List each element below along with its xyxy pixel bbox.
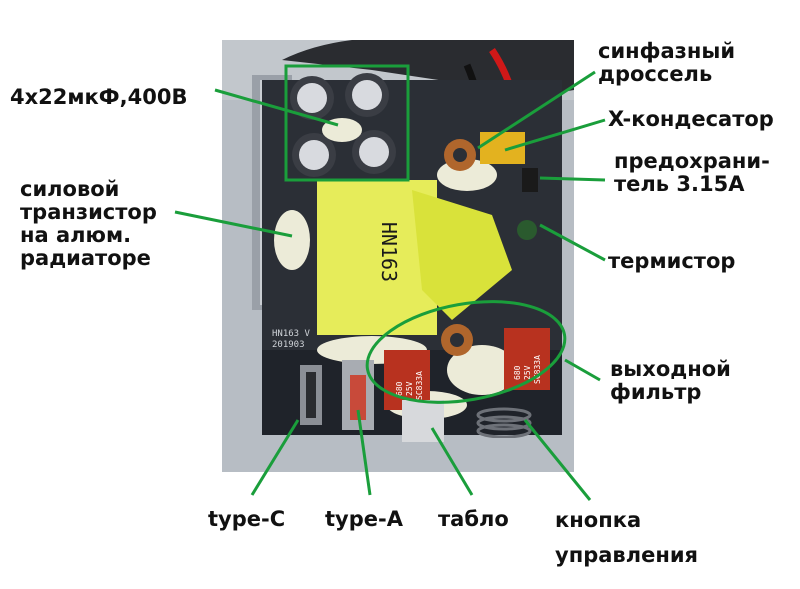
label-control-button: кнопка управления (555, 503, 698, 573)
cap-left-marking-2: 25V (405, 381, 414, 396)
label-fuse-line-2: тель 3.15А (614, 172, 745, 196)
label-control-button-line-1: кнопка (555, 508, 642, 532)
label-thermistor: термистор (608, 249, 736, 273)
label-power-transistor-line-1: силовой (20, 177, 120, 201)
fuse-body (522, 168, 538, 192)
board-marking-1: HN163 V (272, 329, 311, 339)
label-capacitors: 4x22мкФ,400В (10, 85, 188, 109)
cap-left-marking-1: 680 (395, 381, 404, 396)
cap-right-marking-2: 25V (523, 365, 532, 380)
label-type-c: type-C (208, 507, 286, 531)
cap-right-marking-1: 680 (513, 365, 522, 380)
label-common-mode-choke-line-2: дроссель (598, 62, 713, 86)
label-control-button-line-2: управления (555, 543, 699, 567)
label-fuse-line-1: предохрани- (614, 149, 770, 173)
display-window (402, 400, 444, 442)
label-common-mode-choke-line-1: синфазный (598, 39, 736, 63)
label-x-capacitor: X-кондесатор (608, 107, 774, 131)
cap-right-marking-3: SC833A (533, 355, 542, 384)
x-capacitor-body (480, 132, 525, 164)
label-common-mode-choke: синфазный дроссель (598, 40, 735, 86)
label-fuse: предохрани- тель 3.15А (614, 150, 770, 196)
label-power-transistor: силовой транзистор на алюм. радиаторе (20, 178, 157, 270)
cap-left-marking-3: SC833A (415, 371, 424, 400)
transformer-marking: HN163 (377, 222, 401, 282)
label-output-filter-line-2: фильтр (610, 380, 702, 404)
device-photo: HN163 680 25V SC833A 680 25V SC833A HN16… (222, 40, 574, 472)
thermistor-body (517, 220, 537, 240)
label-output-filter-line-1: выходной (610, 357, 731, 381)
label-power-transistor-line-2: транзистор (20, 200, 157, 224)
common-mode-choke (444, 139, 476, 171)
label-power-transistor-line-4: радиаторе (20, 246, 151, 270)
board-marking-2: 201903 (272, 340, 305, 350)
label-type-a: type-A (325, 507, 403, 531)
label-display: табло (438, 507, 509, 531)
label-output-filter: выходной фильтр (610, 358, 731, 404)
label-power-transistor-line-3: на алюм. (20, 223, 132, 247)
